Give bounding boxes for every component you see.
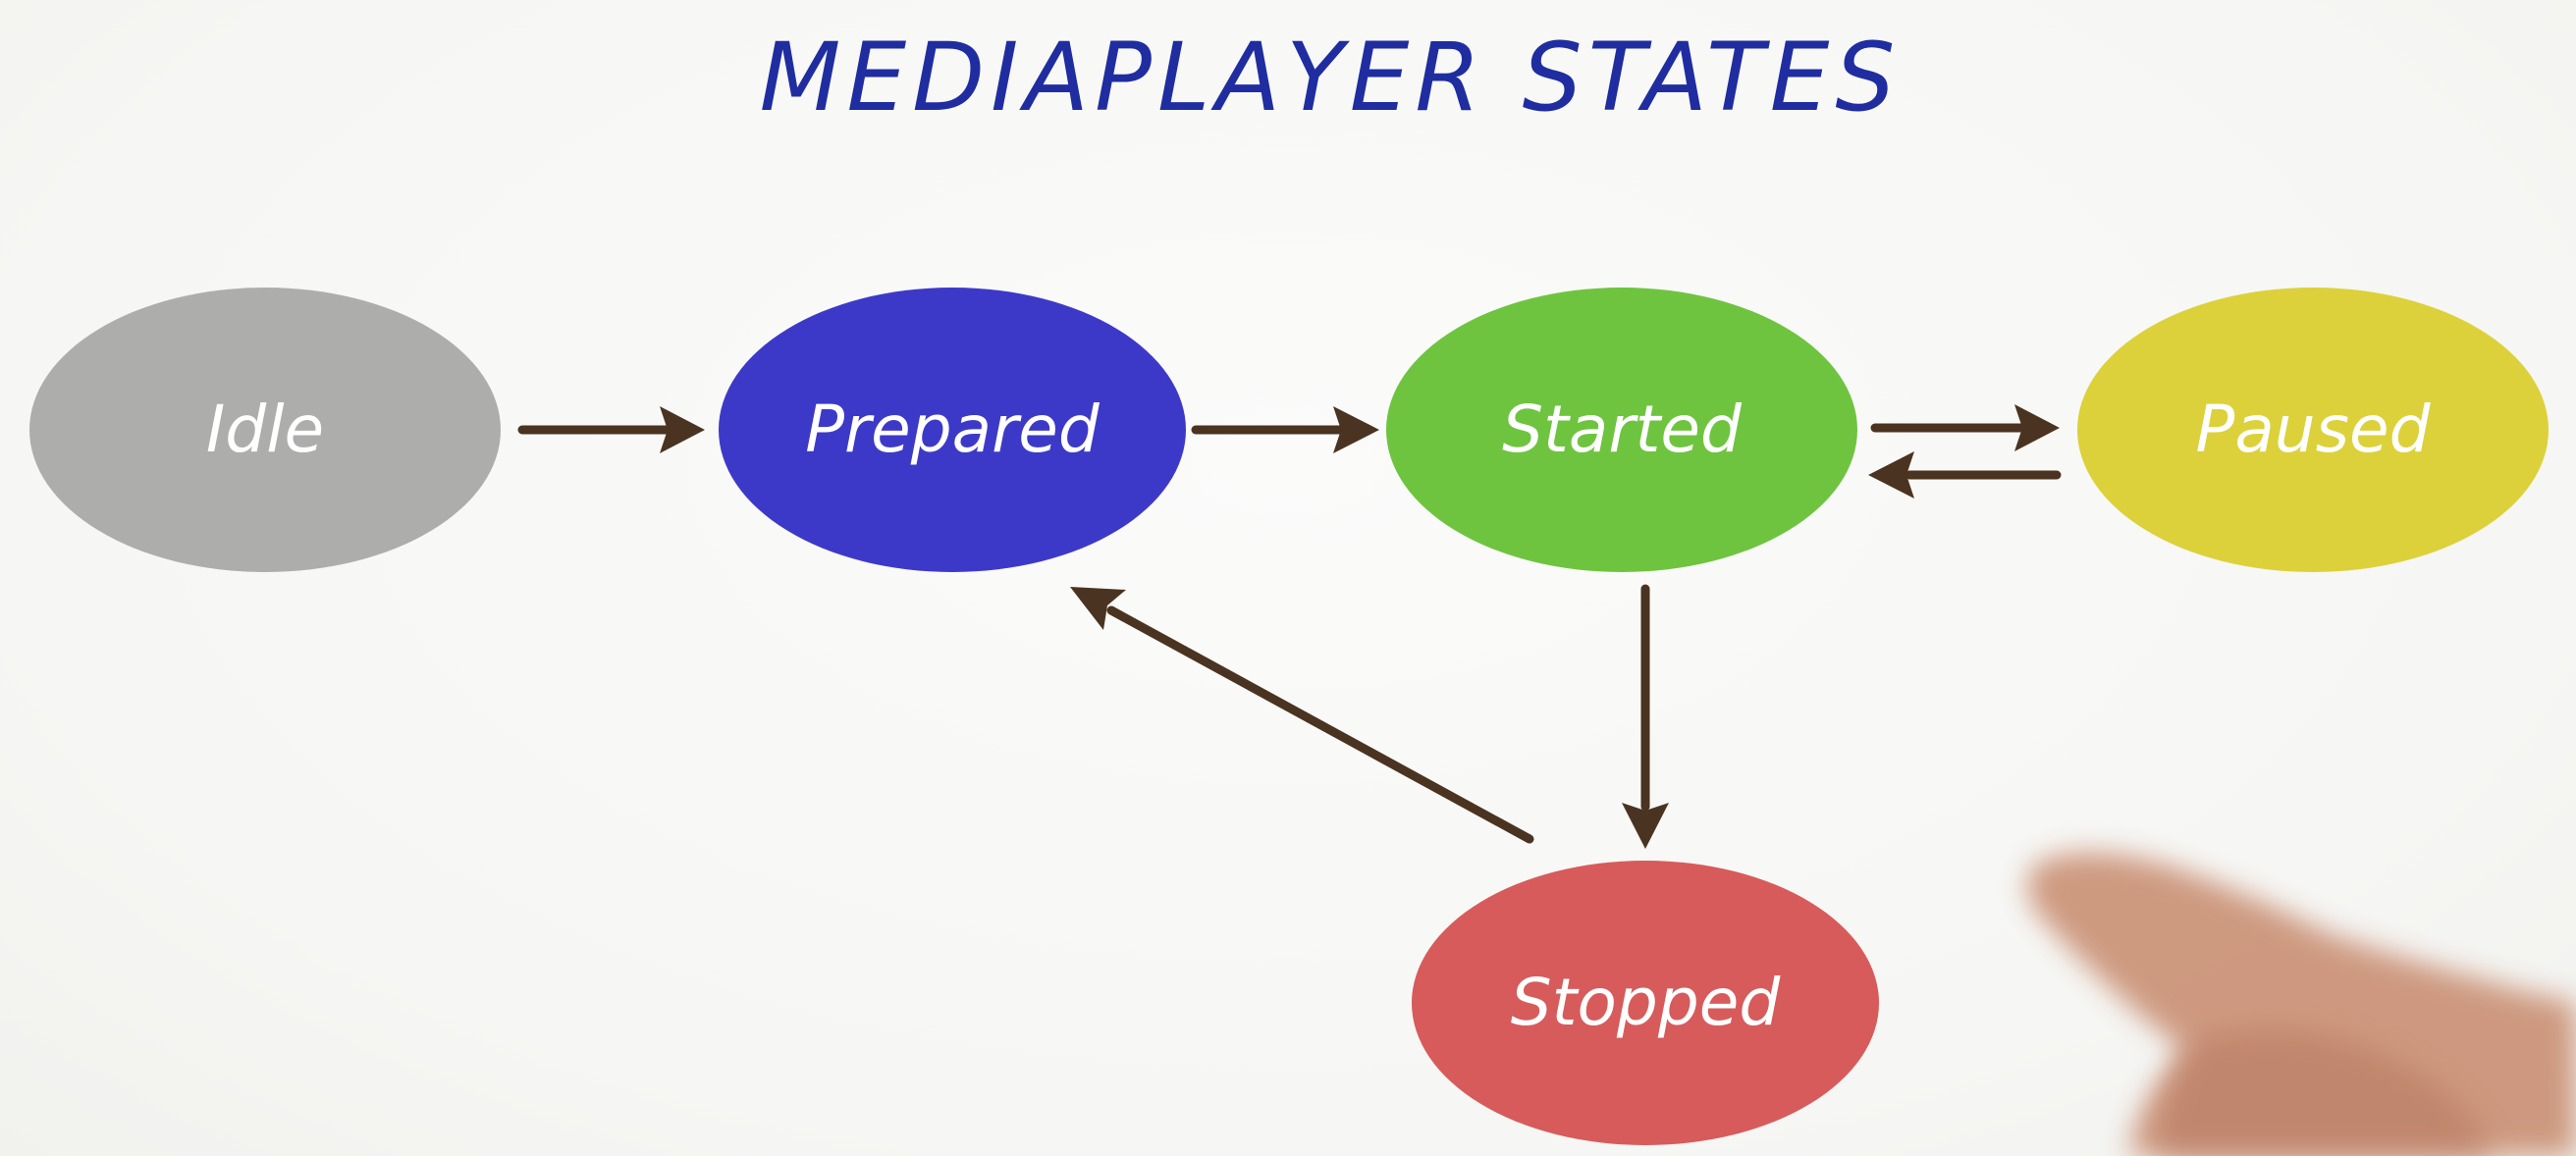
state-label-started: Started [1502,392,1743,467]
transition-idle-to-prepared [517,406,705,453]
transition-prepared-to-started [1191,406,1379,453]
presenter-hand-image [2027,852,2576,1156]
state-node-prepared: Prepared [719,288,1186,572]
state-shape-stopped [1412,861,1879,1145]
state-shape-idle [29,288,501,572]
state-label-paused: Paused [2196,392,2432,467]
state-shape-prepared [719,288,1186,572]
state-shape-paused [2077,288,2549,572]
state-shape-started [1386,288,1857,572]
state-label-stopped: Stopped [1511,965,1782,1040]
diagram-title: MEDIAPLAYER STATES [760,23,1902,132]
state-label-prepared: Prepared [805,392,1100,467]
transition-paused-to-started [1868,451,2062,499]
state-node-idle: Idle [29,288,501,572]
state-node-started: Started [1386,288,1857,572]
transition-stopped-to-prepared [1070,587,1534,844]
state-node-stopped: Stopped [1412,861,1879,1145]
transition-started-to-paused [1870,404,2060,451]
state-label-idle: Idle [206,392,324,467]
state-node-paused: Paused [2077,288,2549,572]
transition-started-to-stopped [1622,584,1669,849]
